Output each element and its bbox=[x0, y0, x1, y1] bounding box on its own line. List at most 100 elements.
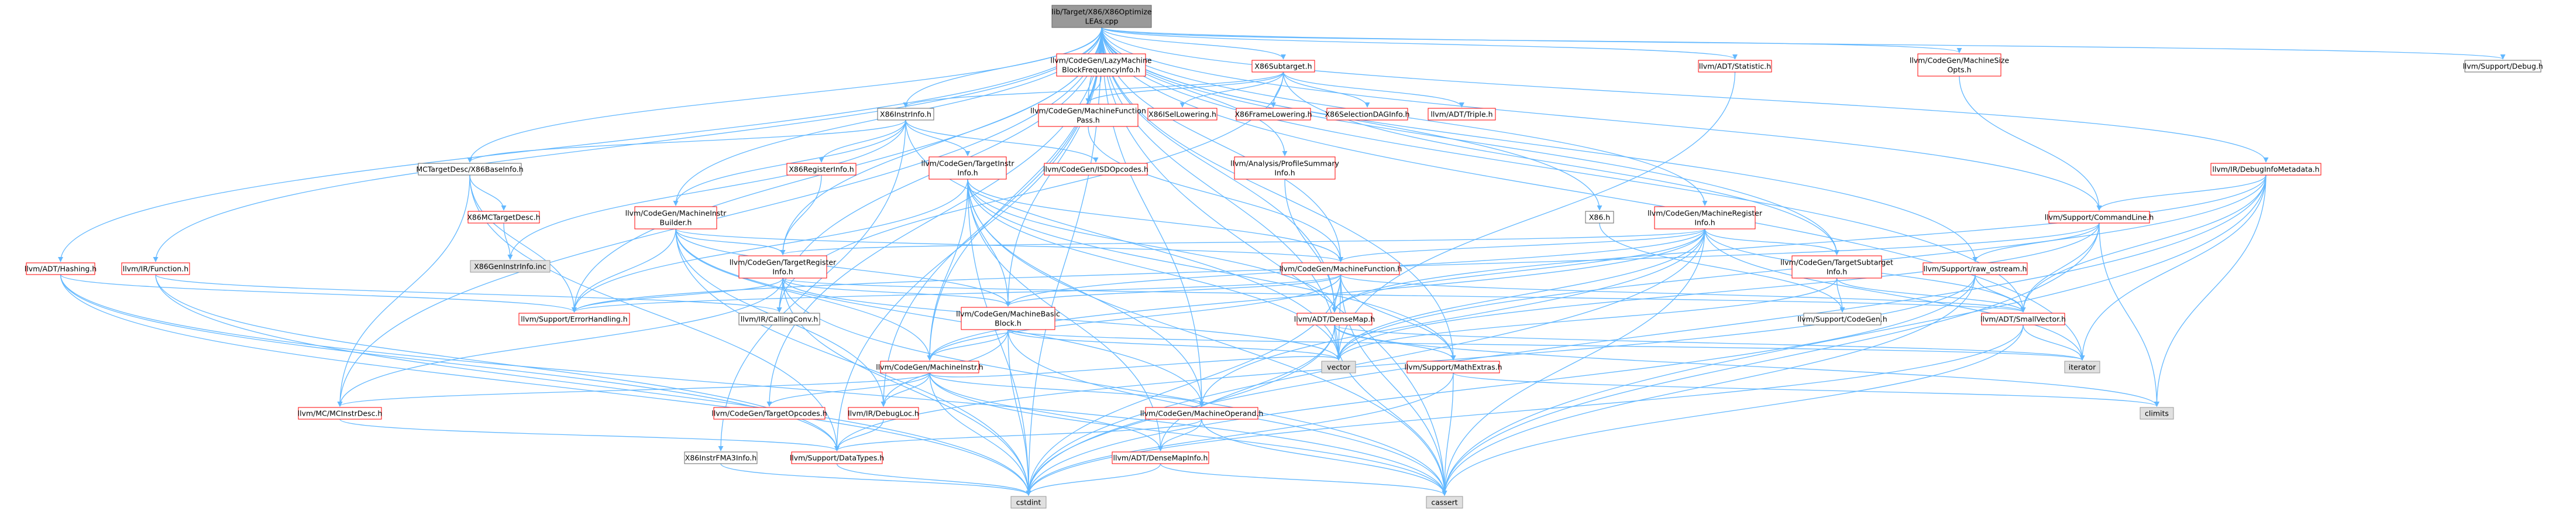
node-x86fma3info[interactable]: X86InstrFMA3Info.h bbox=[684, 451, 758, 464]
node-triple[interactable]: llvm/ADT/Triple.h bbox=[1428, 108, 1496, 121]
edge-targetreginfo-to-mcinstrdesc bbox=[337, 277, 783, 407]
node-densemap[interactable]: llvm/ADT/DenseMap.h bbox=[1294, 313, 1375, 325]
edge-root-to-x86subtarget bbox=[1101, 27, 1286, 60]
node-label: llvm/IR/Function.h bbox=[123, 265, 188, 273]
node-iterator[interactable]: iterator bbox=[2064, 361, 2100, 373]
edge-root-to-mathextras bbox=[1101, 27, 1456, 361]
edge-machinefunction-to-machineinstr bbox=[927, 274, 1342, 361]
node-box bbox=[786, 163, 857, 176]
node-label: llvm/Support/Debug.h bbox=[2462, 62, 2543, 71]
dependency-edges bbox=[58, 27, 2505, 496]
node-x86registerinfo[interactable]: X86RegisterInfo.h bbox=[786, 163, 857, 176]
node-box bbox=[738, 313, 820, 325]
node-x86isellowering[interactable]: X86ISelLowering.h bbox=[1147, 108, 1218, 121]
node-label: llvm/CodeGen/MachineOperand.h bbox=[1140, 409, 1264, 418]
node-x86subtarget[interactable]: X86Subtarget.h bbox=[1251, 60, 1315, 73]
node-callingconv[interactable]: llvm/IR/CallingConv.h bbox=[738, 313, 820, 325]
node-x86baseinfo[interactable]: MCTargetDesc/X86BaseInfo.h bbox=[416, 163, 524, 176]
node-machineinstr[interactable]: llvm/CodeGen/MachineInstr.h bbox=[876, 361, 983, 373]
node-targetopcodes[interactable]: llvm/CodeGen/TargetOpcodes.h bbox=[711, 407, 827, 420]
node-irfunction[interactable]: llvm/IR/Function.h bbox=[121, 262, 190, 275]
node-box bbox=[2210, 163, 2322, 176]
edge-x86subtarget-to-x86framelowering bbox=[1270, 71, 1284, 108]
node-mcinstrdesc[interactable]: llvm/MC/MCInstrDesc.h bbox=[298, 407, 383, 420]
node-rawostream[interactable]: llvm/Support/raw_ostream.h bbox=[1922, 262, 2028, 275]
node-label: llvm/ADT/Hashing.h bbox=[25, 265, 97, 273]
edge-targetinstrinfo-to-cassert bbox=[967, 179, 1447, 496]
node-densemapinfo[interactable]: llvm/ADT/DenseMapInfo.h bbox=[1112, 451, 1209, 464]
node-codegenh[interactable]: llvm/Support/CodeGen.h bbox=[1797, 313, 1887, 325]
edge-x86instrinfo-to-x86geninstrinfo bbox=[507, 119, 906, 260]
node-box bbox=[1426, 496, 1463, 509]
edge-machinebasicblock-to-machineinstr bbox=[927, 329, 1009, 361]
edge-machinebasicblock-to-iterator bbox=[1007, 329, 2085, 361]
edge-machinesizeopts-to-commandline bbox=[1959, 76, 2102, 211]
edge-rawostream-to-cstdint bbox=[1026, 274, 1976, 496]
edge-x86baseinfo-to-mcinstrdesc bbox=[337, 174, 470, 407]
edge-machineoperand-to-cassert bbox=[1201, 419, 1447, 496]
edge-root-to-vector bbox=[1101, 27, 1342, 361]
node-label: llvm/IR/CallingConv.h bbox=[741, 315, 818, 324]
node-label: llvm/Analysis/ProfileSummary bbox=[1230, 159, 1339, 168]
node-machineoperand[interactable]: llvm/CodeGen/MachineOperand.h bbox=[1140, 407, 1264, 420]
edge-x86mctargetdesc-to-x86geninstrinfo bbox=[503, 222, 513, 260]
edge-commandline-to-rawostream bbox=[1972, 222, 2100, 262]
node-x86mctargetdesc[interactable]: X86MCTargetDesc.h bbox=[467, 211, 541, 224]
node-label: X86FrameLowering.h bbox=[1234, 110, 1312, 119]
node-label: X86.h bbox=[1589, 213, 1610, 222]
node-cassert[interactable]: cassert bbox=[1426, 496, 1463, 509]
node-vector[interactable]: vector bbox=[1321, 361, 1356, 373]
node-x86selectiondaginfo[interactable]: X86SelectionDAGInfo.h bbox=[1325, 108, 1410, 121]
edge-debuginfometadata-to-smallvector bbox=[2020, 174, 2267, 313]
edge-targetsubtarget-to-codegenh bbox=[1836, 277, 1845, 313]
node-label: BlockFrequencyInfo.h bbox=[1062, 66, 1140, 74]
node-hashing[interactable]: llvm/ADT/Hashing.h bbox=[25, 262, 97, 275]
node-debugloc[interactable]: llvm/IR/DebugLoc.h bbox=[848, 407, 919, 420]
edge-machineinstr-to-vector bbox=[929, 355, 1342, 378]
edge-root-to-irfunction bbox=[153, 27, 1102, 262]
node-errorhandling[interactable]: llvm/Support/ErrorHandling.h bbox=[518, 313, 630, 325]
edge-x86subtarget-to-x86selectiondaginfo bbox=[1282, 71, 1370, 108]
node-box bbox=[1056, 53, 1146, 77]
edge-x86h-to-codegenh bbox=[1599, 222, 1845, 313]
node-x86framelowering[interactable]: X86FrameLowering.h bbox=[1234, 108, 1312, 121]
node-label: llvm/Support/CommandLine.h bbox=[2045, 213, 2154, 222]
node-debug[interactable]: llvm/Support/Debug.h bbox=[2462, 60, 2543, 73]
edge-debuginfometadata-to-climits bbox=[2154, 174, 2267, 407]
node-box bbox=[791, 451, 883, 464]
edge-targetreginfo-to-cassert bbox=[782, 277, 1447, 496]
edge-profilesummaryinfo-to-densemap bbox=[1284, 179, 1337, 313]
node-x86h[interactable]: X86.h bbox=[1585, 211, 1614, 224]
node-debuginfometadata[interactable]: llvm/IR/DebugInfoMetadata.h bbox=[2210, 163, 2322, 176]
node-cstdint[interactable]: cstdint bbox=[1010, 496, 1047, 509]
node-machinefunction[interactable]: llvm/CodeGen/MachineFunction.h bbox=[1280, 262, 1402, 275]
node-mathextras[interactable]: llvm/Support/MathExtras.h bbox=[1404, 361, 1502, 373]
node-x86instrinfo[interactable]: X86InstrInfo.h bbox=[877, 108, 934, 121]
node-climits[interactable]: climits bbox=[2140, 407, 2174, 420]
node-x86geninstrinfo[interactable]: X86GenInstrInfo.inc bbox=[470, 260, 551, 273]
node-commandline[interactable]: llvm/Support/CommandLine.h bbox=[2045, 211, 2154, 224]
node-smallvector[interactable]: llvm/ADT/SmallVector.h bbox=[1980, 313, 2066, 325]
node-label: Builder.h bbox=[660, 218, 692, 227]
edge-x86subtarget-to-x86instrinfo bbox=[903, 71, 1284, 108]
node-isdopcodes[interactable]: llvm/CodeGen/ISDOpcodes.h bbox=[1043, 163, 1148, 176]
edge-root-to-profilesummaryinfo bbox=[1101, 27, 1288, 156]
node-datatypes[interactable]: llvm/Support/DataTypes.h bbox=[790, 451, 884, 464]
node-statistic[interactable]: llvm/ADT/Statistic.h bbox=[1698, 60, 1772, 73]
edge-commandline-to-climits bbox=[2099, 222, 2160, 407]
node-box bbox=[26, 262, 95, 275]
node-lazymbfi[interactable]: llvm/CodeGen/LazyMachineBlockFrequencyIn… bbox=[1050, 53, 1152, 77]
edge-root-to-cassert bbox=[1101, 27, 1447, 496]
node-box bbox=[121, 262, 190, 275]
